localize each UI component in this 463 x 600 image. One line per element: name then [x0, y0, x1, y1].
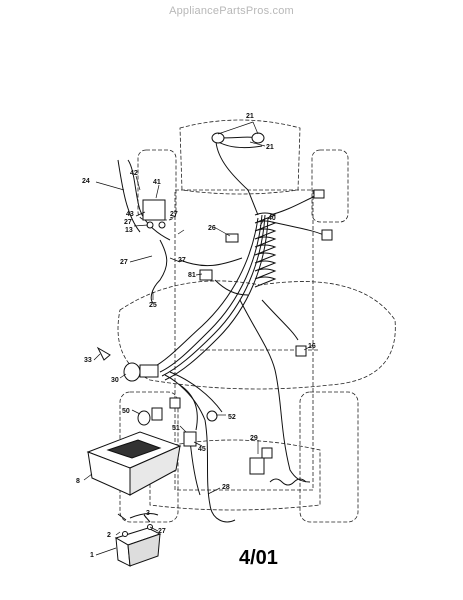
callout-8: 8 [76, 478, 80, 485]
callout-27b: 27 [170, 211, 178, 218]
callout-3: 3 [146, 510, 150, 517]
watermark-text: AppliancePartsPros.com [169, 5, 294, 17]
callout-27a: 27 [124, 219, 132, 226]
callout-27d: 27 [178, 257, 186, 264]
callout-25: 25 [149, 302, 157, 309]
callout-21a: 21 [246, 113, 254, 120]
headlight-right [251, 132, 265, 144]
callout-43: 43 [126, 211, 134, 218]
switch-52 [206, 410, 218, 422]
callout-24: 24 [82, 178, 90, 185]
callout-33: 33 [84, 357, 92, 364]
callout-81: 81 [188, 272, 196, 279]
seat-outline [149, 439, 321, 511]
callout-13: 13 [125, 227, 133, 234]
solenoid [199, 269, 213, 281]
callout-40: 40 [268, 215, 276, 222]
connector-30 [123, 362, 141, 382]
battery [114, 513, 162, 567]
callout-26: 26 [208, 225, 216, 232]
switch-50 [137, 410, 151, 426]
callout-52: 52 [228, 414, 236, 421]
callout-1: 1 [90, 552, 94, 559]
wire-harness [117, 136, 326, 523]
rear-wheel-right [299, 391, 359, 523]
callout-2: 2 [107, 532, 111, 539]
front-wheel-right [311, 149, 349, 223]
switch-45 [183, 431, 197, 447]
callout-27c: 27 [120, 259, 128, 266]
leader-lines [83, 121, 314, 556]
switch-16 [295, 345, 307, 357]
revision-date: 4/01 [239, 547, 278, 569]
callout-50: 50 [122, 408, 130, 415]
battery-box [86, 431, 182, 496]
callout-45: 45 [198, 446, 206, 453]
callout-41: 41 [153, 179, 161, 186]
callout-labels: 21 21 24 42 41 43 27 13 27 27 40 26 27 8… [76, 113, 316, 559]
relay-29 [249, 457, 265, 475]
callout-51: 51 [172, 425, 180, 432]
callout-21b: 21 [266, 144, 274, 151]
tractor-outline [117, 119, 396, 523]
components [96, 132, 333, 486]
headlight-left [211, 132, 225, 144]
ignition-switch [142, 199, 166, 221]
callout-30: 30 [111, 377, 119, 384]
callout-28: 28 [222, 484, 230, 491]
callout-29: 29 [250, 435, 258, 442]
mower-deck [117, 280, 396, 390]
callout-16: 16 [308, 343, 316, 350]
callout-42: 42 [130, 170, 138, 177]
frame-outline [174, 189, 314, 491]
callout-27e: 27 [158, 528, 166, 535]
